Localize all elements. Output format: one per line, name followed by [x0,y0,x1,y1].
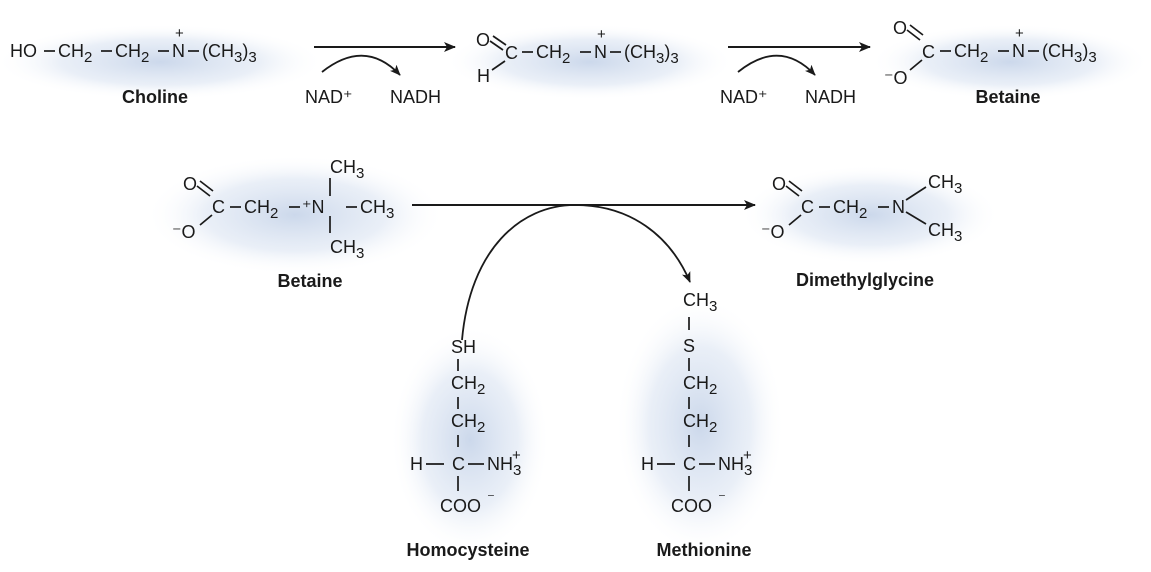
aldehyde-double-bond-a [489,40,504,51]
aldehyde-double-bond-b [492,35,507,46]
betaine-top-label: Betaine [975,87,1040,107]
homocysteine-structure: SH CH2 CH2 H C NH3 + COO ⁻ [410,337,521,516]
methyl-transfer-arrow [461,204,691,341]
dmg-bond-upper [905,186,927,201]
dmg-co-bond [788,214,802,226]
dmg-ch3-top: CH3 [928,172,962,197]
betaine-top-o: O [893,18,907,38]
hcy-nh3: NH3 [487,454,521,479]
betaine-mid-halo [145,155,445,275]
betaine-mid-double-a [196,185,211,197]
cofactor-nad-1: NAD⁺ [305,87,353,107]
betaine-mid-double-b [199,180,214,192]
hcy-h: H [410,454,423,474]
met-nh3: NH3 [718,454,752,479]
hcy-ch2-b: CH2 [451,411,485,436]
betaine-mid-o: O [183,174,197,194]
betaine-mid-ch3-top: CH3 [330,157,364,182]
choline-ho: HO [10,41,37,61]
betaine-mid-o-minus: ⁻O [172,222,196,242]
betaine-top-double-b [909,24,924,36]
aldehyde-n: N [594,42,607,62]
choline-label: Choline [122,87,188,107]
dmg-bond-lower [905,211,927,225]
betaine-top-trimethyl: (CH3)3 [1042,41,1097,66]
aldehyde-ch2: CH2 [536,42,570,67]
betaine-top-o-minus: ⁻O [884,68,908,88]
dimethylglycine-label: Dimethylglycine [796,270,934,290]
cofactor-nad-2: NAD⁺ [720,87,768,107]
aldehyde-trimethyl: (CH3)3 [624,42,679,67]
met-coo-charge: ⁻ [718,490,726,507]
cofactor-nadh-1: NADH [390,87,441,107]
homocysteine-halo [390,325,550,555]
choline-ch2-b: CH2 [115,41,149,66]
methionine-structure: CH3 S CH2 CH2 H C NH3 + COO ⁻ [641,290,752,516]
met-ch3: CH3 [683,290,717,315]
met-coo: COO [671,496,712,516]
betaine-mid-n: ⁺N [302,197,325,217]
betaine-mid-label: Betaine [277,271,342,291]
betaine-top-co-bond [909,59,923,71]
met-h: H [641,454,654,474]
dmg-ch3-bottom: CH3 [928,220,962,245]
betaine-mid-ch3-bottom: CH3 [330,237,364,262]
betaine-top-ch2: CH2 [954,41,988,66]
betaine-top-double-a [906,29,921,41]
aldehyde-n-charge: + [597,26,606,43]
hcy-sh: SH [451,337,476,357]
dmg-n: N [892,197,905,217]
betaine-mid-ch2: CH2 [244,197,278,222]
aldehyde-h: H [477,66,490,86]
choline-trimethyl: (CH3)3 [202,41,257,66]
met-s: S [683,336,695,356]
betaine-mid-structure: O C ⁻O CH2 ⁺N CH3 CH3 CH3 [172,157,394,262]
dimethylglycine-halo [740,165,1000,265]
betaine-top-c: C [922,42,935,62]
dimethylglycine-structure: O C ⁻O CH2 N CH3 CH3 [761,172,962,245]
hcy-c: C [452,454,465,474]
met-nh3-charge: + [743,447,752,464]
betaine-aldehyde-structure: O C H CH2 N + (CH3)3 [476,26,679,86]
betaine-mid-ch3-right: CH3 [360,197,394,222]
met-c: C [683,454,696,474]
choline-halo [0,24,325,100]
betaine-top-halo [870,24,1150,100]
dmg-o: O [772,174,786,194]
met-ch2-b: CH2 [683,411,717,436]
dmg-double-a [785,185,800,197]
choline-ch2-a: CH2 [58,41,92,66]
hcy-ch2-a: CH2 [451,373,485,398]
dmg-o-minus: ⁻O [761,222,785,242]
betaine-top-structure: O C ⁻O CH2 N + (CH3)3 [884,18,1097,88]
hcy-nh3-charge: + [512,447,521,464]
dmg-double-b [788,180,803,192]
dmg-ch2: CH2 [833,197,867,222]
methionine-label: Methionine [657,540,752,560]
betaine-top-n: N [1012,41,1025,61]
betaine-mid-c: C [212,197,225,217]
betaine-mid-co-bond [199,214,213,226]
cofactor-arrow-2 [737,54,816,76]
dmg-c: C [801,197,814,217]
choline-n: N [172,41,185,61]
cofactor-nadh-2: NADH [805,87,856,107]
aldehyde-ch-bond [491,60,506,71]
molecule-halos [0,24,1150,555]
choline-structure: HO CH2 CH2 N + (CH3)3 [10,25,257,66]
betaine-aldehyde-halo [445,24,735,100]
cofactor-arrow-1 [321,54,401,76]
aldehyde-c: C [505,43,518,63]
betaine-top-n-charge: + [1015,25,1024,42]
choline-n-charge: + [175,25,184,42]
hcy-coo: COO [440,496,481,516]
hcy-coo-charge: ⁻ [487,490,495,507]
aldehyde-o: O [476,30,490,50]
homocysteine-label: Homocysteine [406,540,529,560]
methionine-halo [615,295,785,555]
met-ch2-a: CH2 [683,373,717,398]
